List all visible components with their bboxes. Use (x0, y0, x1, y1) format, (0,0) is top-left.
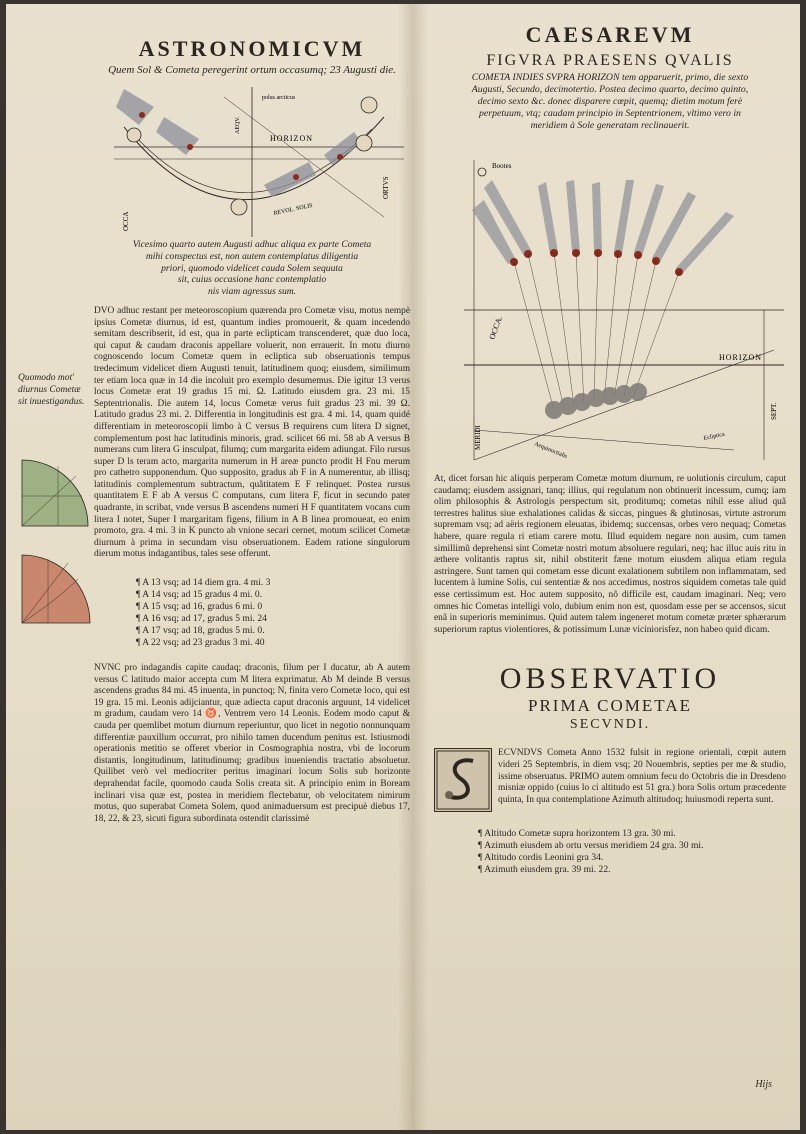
observatio-heading: OBSERVATIO PRIMA COMETAE SECVNDI. (434, 662, 786, 734)
azimuth-list: ¶ Altitudo Cometæ supra horizontem 13 gr… (478, 828, 786, 876)
margin-note: Quomodo mot' diurnus Cometæ sit inuestig… (18, 373, 85, 407)
paragraph-draconis: NVNC pro indagandis capite caudaq; draco… (94, 663, 410, 824)
paragraph-secundus: ECVNDVS Cometa Anno 1532 fulsit in regio… (498, 748, 786, 805)
ortus-label: ORTVS (382, 176, 390, 199)
comet-daily-positions-figure: Bootes OCCA. HORIZON MERIDI SEPT. Aequin… (464, 160, 784, 461)
red-quadrant-diagram (21, 554, 91, 624)
list-item: ¶ A 22 vsq; ad 23 gradus 3 mi. 40 (136, 637, 265, 649)
occa-label: OCCA (122, 212, 130, 231)
book-page: ASTRONOMICVM Quem Sol & Cometa peregerin… (6, 4, 800, 1130)
sept-label: SEPT. (770, 402, 778, 420)
catchword: Hijs (755, 1079, 772, 1090)
list-item: ¶ Azimuth eiusdem gra. 39 mi. 22. (478, 864, 611, 876)
paragraph-regula: At, dicet forsan hic aliquis perperam Co… (434, 474, 786, 635)
right-column: CAESAREVM FIGVRA PRAESENS QVALIS COMETA … (434, 14, 786, 876)
running-head-left: ASTRONOMICVM (138, 36, 366, 61)
polus-label: polus arcticus (262, 95, 296, 101)
left-column: ASTRONOMICVM Quem Sol & Cometa peregerin… (94, 14, 410, 825)
aequator-label: AEQV. (235, 116, 241, 134)
decorated-initial-s (434, 748, 492, 813)
aequinoctialis-label: Aequinoctialis (533, 441, 568, 460)
bootes-label: Bootes (492, 162, 512, 170)
list-item: ¶ Azimuth eiusdem ab ortu versus meridie… (478, 840, 704, 852)
list-item: ¶ Altitudo Cometæ supra horizontem 13 gr… (478, 828, 676, 840)
revolution-label: REVOL. SOLIS (273, 203, 313, 217)
list-item: ¶ A 14 vsq; ad 15 gradus 4 mi. 0. (136, 589, 263, 601)
daily-motion-list: ¶ A 13 vsq; ad 14 diem gra. 4 mi. 3 ¶ A … (136, 577, 410, 649)
observatio-title: OBSERVATIO (499, 662, 721, 696)
observatio-subtitle-2: SECVNDI. (569, 717, 651, 733)
list-item: ¶ A 15 vsq; ad 16, gradus 6 mi. 0 (136, 601, 263, 613)
green-quadrant-diagram (21, 459, 89, 527)
running-head-right: CAESAREVM (525, 22, 695, 47)
page-gutter-shadow (398, 4, 428, 1130)
list-item: ¶ A 16 vsq; ad 17, gradus 5 mi. 24 (136, 613, 267, 625)
figure2-title: FIGVRA PRAESENS QVALIS (486, 52, 734, 69)
sun-comet-path-figure: polus arcticus HORIZON AEQV. REVOL. SOLI… (114, 87, 404, 237)
meridi-label: MERIDI (474, 424, 482, 450)
figure1-title: Quem Sol & Cometa peregerint ortum occas… (108, 64, 396, 76)
ecliptica-label: Ecliptica (703, 432, 725, 442)
horizon-label: HORIZON (270, 134, 313, 143)
observatio-paragraph-block: ECVNDVS Cometa Anno 1532 fulsit in regio… (434, 748, 786, 813)
horizon-label-right: HORIZON (719, 353, 762, 362)
list-item: ¶ Altitudo cordis Leonini gra 34. (478, 852, 604, 864)
figure1-caption: Vicesimo quarto autem Augusti adhuc aliq… (132, 239, 372, 298)
paragraph-motus-diurnus: DVO adhuc restant per meteoroscopium quæ… (94, 305, 410, 560)
list-item: ¶ A 13 vsq; ad 14 diem gra. 4 mi. 3 (136, 577, 271, 589)
list-item: ¶ A 17 vsq; ad 18, gradus 5 mi. 0. (136, 625, 265, 637)
observatio-subtitle: PRIMA COMETAE (528, 696, 692, 716)
occa-label-right: OCCA. (487, 315, 504, 341)
figure2-subtitle: COMETA INDIES SVPRA HORIZON tem apparuer… (471, 72, 749, 131)
